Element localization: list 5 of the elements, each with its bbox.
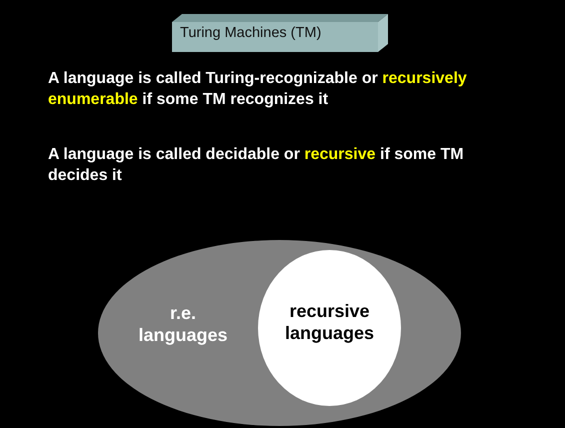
paragraph: A language is called Turing-recognizable or recursively enumerable if some TM recognizes it bbox=[48, 69, 468, 110]
set-label: recursive languages bbox=[284, 300, 376, 344]
set-label: r.e. languages bbox=[137, 302, 229, 346]
paragraph: A language is called decidable or recursive if some TM decides it bbox=[48, 145, 465, 186]
title: Turing Machines (TM) bbox=[180, 24, 322, 42]
